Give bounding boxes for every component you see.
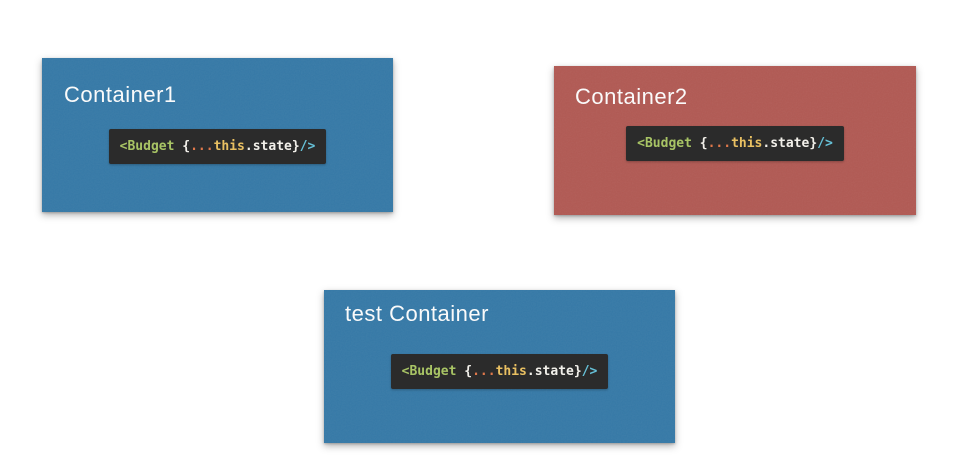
code-token-this: this — [731, 136, 763, 151]
code-token-dot: . — [526, 364, 535, 379]
card-title: Container2 — [575, 84, 688, 109]
container2-card: Container2 <Budget {...this.state}/> — [554, 66, 916, 215]
code-snippet: <Budget {...this.state}/> — [626, 126, 844, 161]
code-token-dot: . — [244, 139, 253, 154]
code-token-tag: <Budget — [401, 364, 457, 379]
container1-card: Container1 <Budget {...this.state}/> — [42, 58, 393, 212]
code-token-spread: ... — [190, 139, 214, 154]
code-snippet: <Budget {...this.state}/> — [108, 129, 327, 164]
code-token-dot: . — [762, 136, 771, 151]
code-token-brace: { — [691, 136, 708, 151]
code-token-tag: <Budget — [119, 139, 175, 154]
code-token-spread: ... — [472, 364, 496, 379]
code-token-close: /> — [817, 136, 833, 151]
code-token-close: /> — [581, 364, 598, 379]
code-token-state: state} — [770, 136, 818, 151]
test-container-card: test Container <Budget {...this.state}/> — [324, 290, 675, 443]
code-token-tag: <Budget — [637, 136, 692, 151]
card-title: test Container — [345, 301, 489, 326]
code-token-brace: { — [174, 139, 191, 154]
code-token-close: /> — [299, 139, 316, 154]
code-token-state: state} — [534, 364, 582, 379]
code-token-spread: ... — [707, 136, 732, 151]
code-snippet: <Budget {...this.state}/> — [390, 354, 609, 389]
code-token-brace: { — [456, 364, 473, 379]
code-token-state: state} — [252, 139, 300, 154]
code-token-this: this — [213, 139, 245, 154]
card-title: Container1 — [64, 82, 177, 107]
code-token-this: this — [495, 364, 527, 379]
